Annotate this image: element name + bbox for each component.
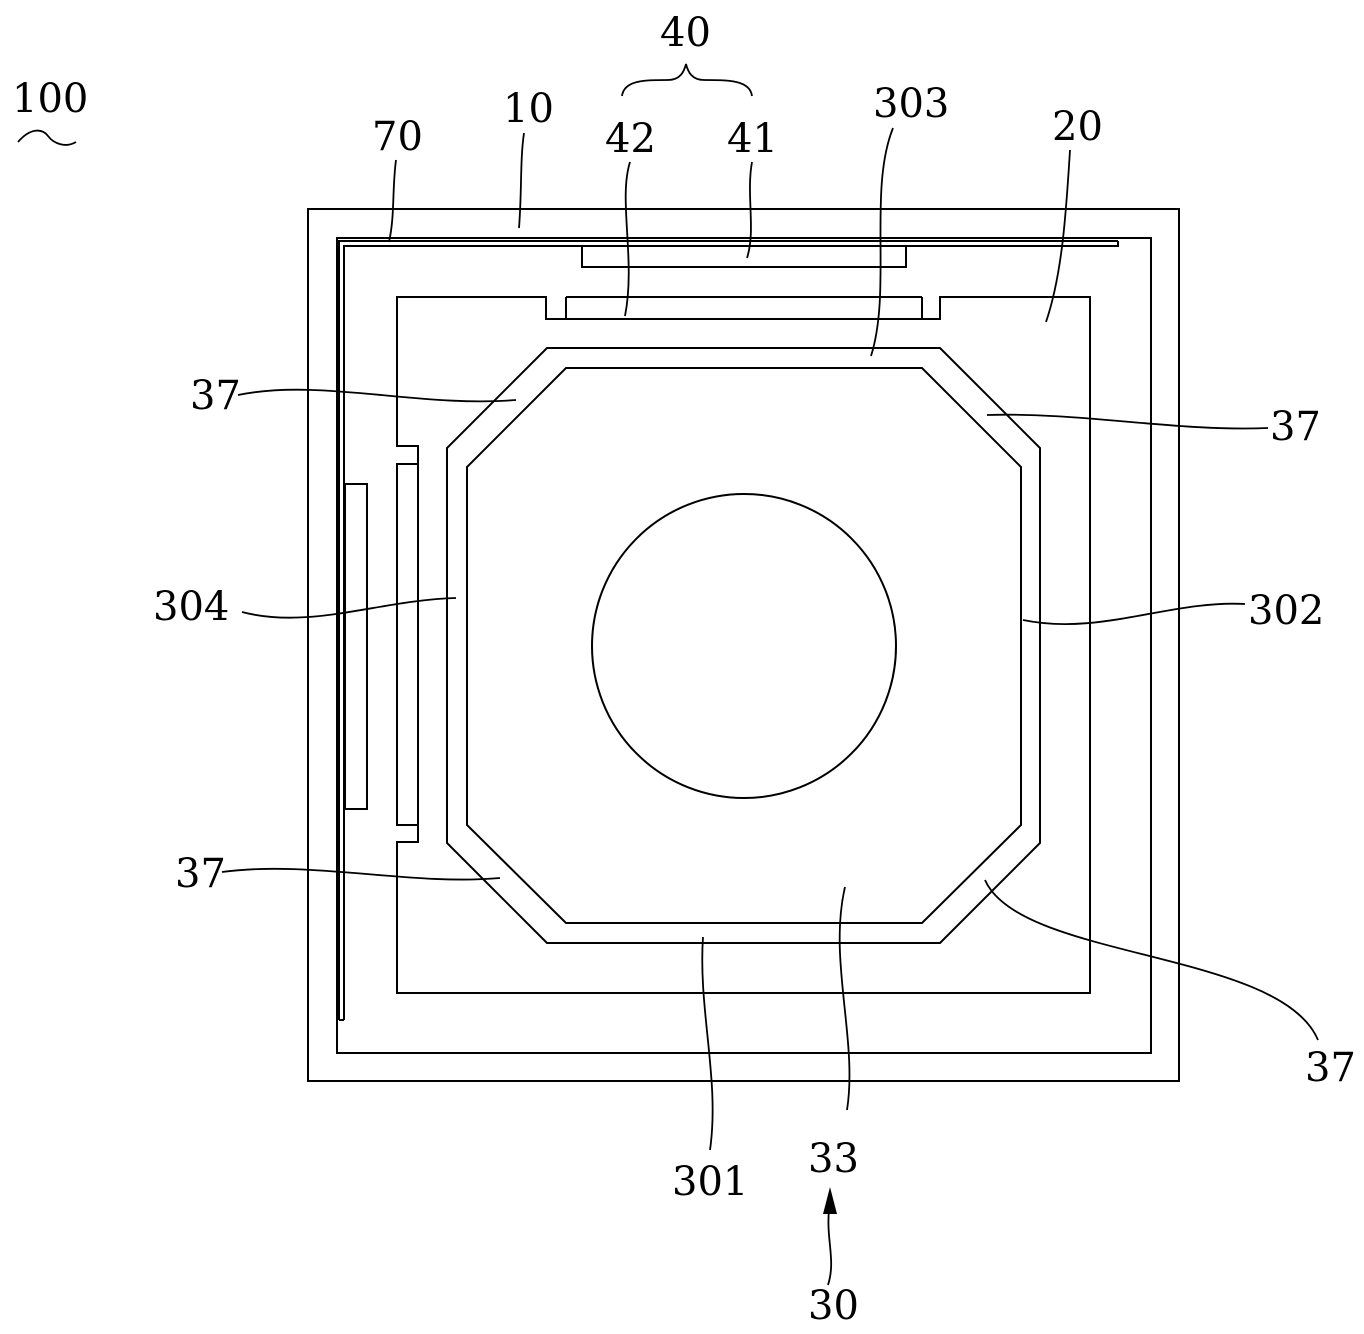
side-magnet [396, 463, 419, 826]
holder-outline [396, 296, 1091, 994]
label-drive-group: 40 [660, 10, 711, 56]
label-side-left: 304 [153, 584, 229, 630]
leader-side-left [241, 597, 457, 619]
leader-drive-part-b [624, 161, 631, 317]
leader-carrier-body [838, 886, 851, 1111]
leader-holder [1045, 149, 1071, 323]
label-carrier-body: 33 [808, 1136, 859, 1182]
label-side-right: 302 [1248, 588, 1324, 634]
leader-corner-gap-br [984, 879, 1319, 1041]
label-carrier: 30 [808, 1283, 859, 1329]
carrier-outer-wall [446, 347, 1041, 944]
label-drive-part-b: 42 [605, 116, 656, 162]
label-connector: 70 [372, 114, 423, 160]
leader-corner-gap-tr [986, 413, 1269, 430]
carrier-inner-wall [466, 367, 1022, 924]
arrow-carrier [823, 1187, 837, 1214]
label-side-bottom: 301 [672, 1159, 748, 1205]
label-assembly: 100 [12, 76, 88, 122]
label-frame: 10 [503, 86, 554, 132]
brace-drive-group [621, 63, 753, 97]
label-corner-gap-br: 37 [1305, 1045, 1356, 1091]
frame [307, 208, 1180, 1082]
label-corner-gap-tl: 37 [190, 373, 241, 419]
lens-aperture [591, 493, 897, 799]
leader-drive-part-a [746, 161, 753, 259]
label-holder: 20 [1052, 104, 1103, 150]
label-corner-gap-bl: 37 [175, 851, 226, 897]
label-corner-gap-tr: 37 [1270, 404, 1321, 450]
leader-side-top [870, 127, 894, 357]
leader-carrier [827, 1209, 833, 1286]
leader-side-bottom [701, 936, 714, 1151]
side-coil [344, 483, 368, 810]
leader-connector [388, 159, 397, 243]
assembly-tilde [17, 129, 77, 146]
drive-part-a [581, 246, 907, 268]
leader-corner-gap-tl [237, 388, 517, 403]
label-side-top: 303 [873, 81, 949, 127]
label-drive-part-a: 41 [727, 116, 778, 162]
connector-strip [338, 240, 1119, 1021]
leader-corner-gap-bl [221, 867, 501, 881]
leader-side-right [1022, 602, 1246, 626]
leader-frame [518, 132, 525, 229]
carrier [446, 347, 1041, 944]
